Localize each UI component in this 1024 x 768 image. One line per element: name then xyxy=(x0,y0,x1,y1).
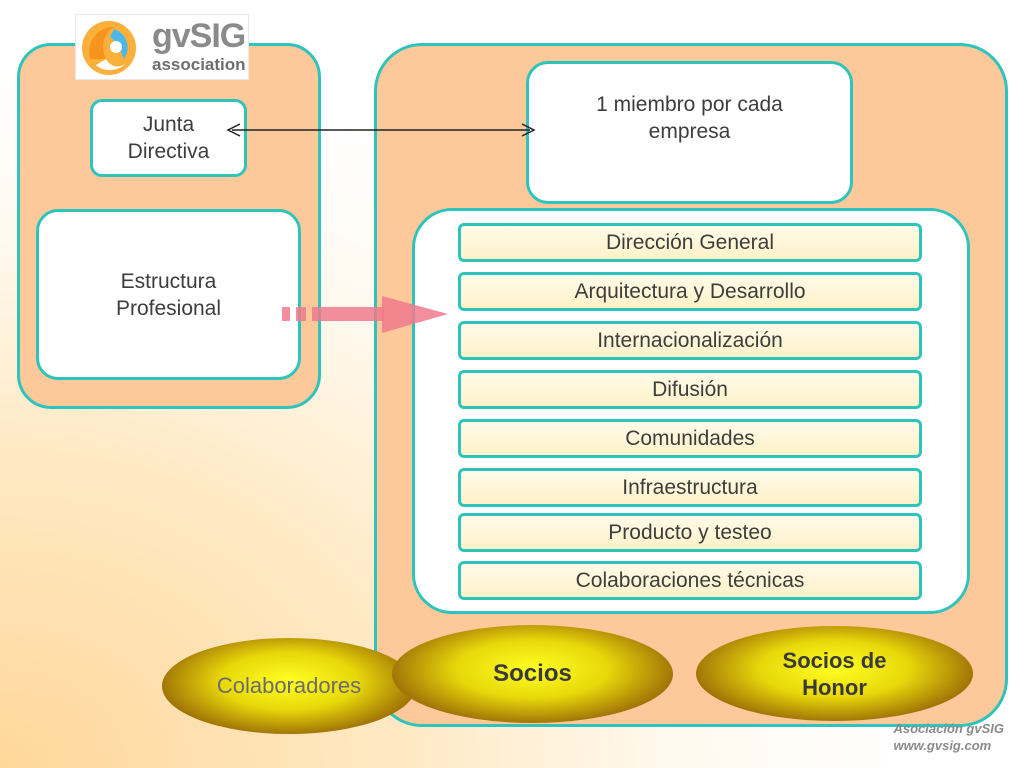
socios-oval: Socios xyxy=(392,625,673,723)
double-arrow-connector xyxy=(226,123,536,137)
estructura-profesional-box: Estructura Profesional xyxy=(36,209,301,380)
colaboradores-label: Colaboradores xyxy=(216,673,362,698)
area-direccion-general: Dirección General xyxy=(458,223,922,262)
area-arquitectura-desarrollo: Arquitectura y Desarrollo xyxy=(458,272,922,311)
junta-directiva-label: Junta Directiva xyxy=(127,113,210,163)
logo-subtitle-text: association xyxy=(152,55,246,74)
footer-credit: Asociación gvSIG www.gvsig.com xyxy=(893,720,1004,754)
gvsig-logo-icon xyxy=(82,21,136,75)
area-difusion: Difusión xyxy=(458,370,922,409)
socios-label: Socios xyxy=(493,660,572,687)
footer-url: www.gvsig.com xyxy=(893,738,992,753)
miembro-por-empresa-box: 1 miembro por cada empresa xyxy=(526,61,853,204)
miembro-por-empresa-label: 1 miembro por cada empresa xyxy=(596,92,783,143)
area-internacionalizacion: Internacionalización xyxy=(458,321,922,360)
logo-brand-text: gvSIG xyxy=(152,17,246,55)
area-producto-testeo: Producto y testeo xyxy=(458,513,922,552)
socios-honor-oval: Socios de Honor xyxy=(696,626,973,721)
junta-directiva-box: Junta Directiva xyxy=(90,99,247,177)
footer-org: Asociación gvSIG xyxy=(893,721,1004,736)
gvsig-logo: gvSIG association xyxy=(75,14,249,80)
socios-honor-label: Socios de Honor xyxy=(782,647,887,700)
area-infraestructura: Infraestructura xyxy=(458,468,922,507)
estructura-profesional-label: Estructura Profesional xyxy=(115,269,222,320)
area-colaboraciones-tecnicas: Colaboraciones técnicas xyxy=(458,561,922,600)
area-comunidades: Comunidades xyxy=(458,419,922,458)
colaboradores-oval: Colaboradores xyxy=(162,638,416,734)
pink-arrow-connector xyxy=(282,296,448,333)
